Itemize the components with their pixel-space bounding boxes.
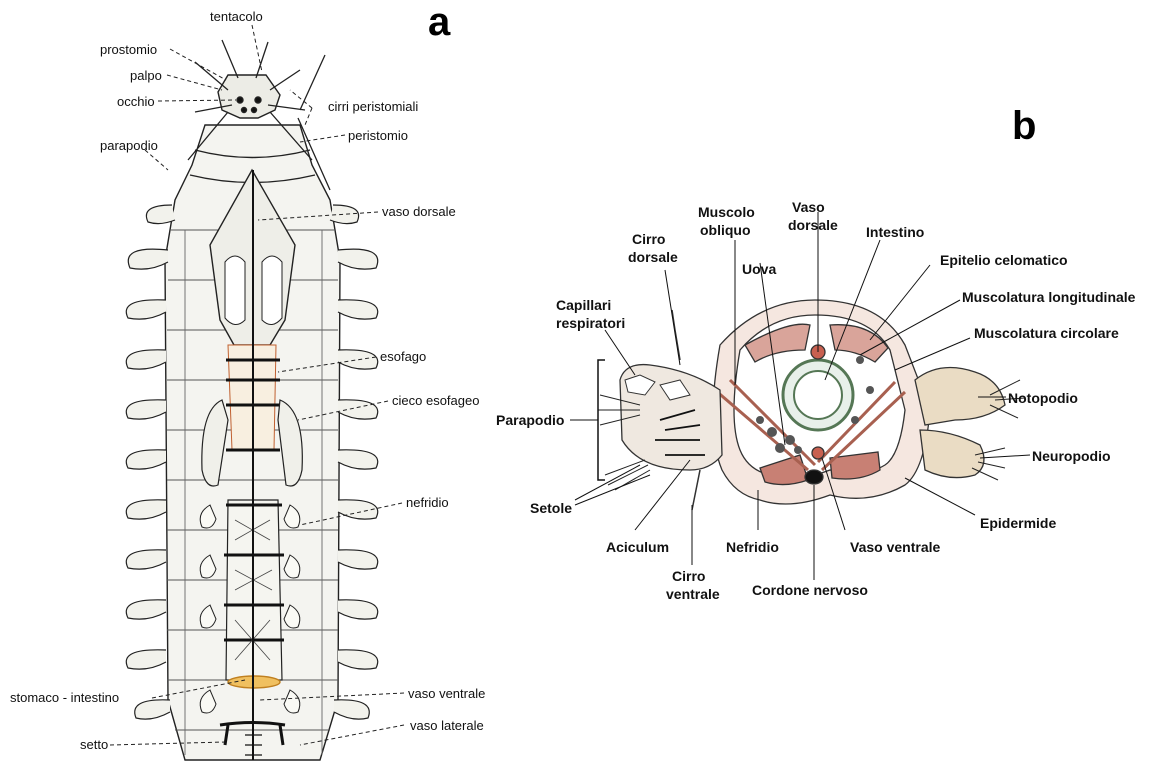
label-stomaco-intestino: stomaco - intestino (10, 690, 119, 705)
label-vaso-dorsale-b-2: dorsale (788, 217, 838, 234)
panel-b-cross-section (598, 300, 1025, 510)
label-epidermide: Epidermide (980, 515, 1056, 532)
label-muscolatura-circolare: Muscolatura circolare (974, 325, 1119, 342)
label-vaso-laterale: vaso laterale (410, 718, 484, 733)
label-aciculum: Aciculum (606, 539, 669, 556)
label-neuropodio: Neuropodio (1032, 448, 1111, 465)
label-peristomio: peristomio (348, 128, 408, 143)
label-vaso-dorsale-a: vaso dorsale (382, 204, 456, 219)
label-nefridio-b: Nefridio (726, 539, 779, 556)
label-esofago: esofago (380, 349, 426, 364)
panel-b-letter: b (1012, 106, 1036, 146)
label-cirro-dorsale-1: Cirro (632, 231, 665, 248)
label-setto: setto (80, 737, 108, 752)
nerve-cord (805, 470, 823, 484)
label-cieco-esofageo: cieco esofageo (392, 393, 479, 408)
label-muscolatura-longitudinale: Muscolatura longitudinale (962, 289, 1135, 306)
label-cirro-ventrale-1: Cirro (672, 568, 705, 585)
label-capillari-1: Capillari (556, 297, 611, 314)
label-epitelio-celomatico: Epitelio celomatico (940, 252, 1068, 269)
label-vaso-dorsale-b-1: Vaso (792, 199, 825, 216)
label-uova: Uova (742, 261, 776, 278)
label-cirri-peristomiali: cirri peristomiali (328, 99, 418, 114)
label-palpo: palpo (130, 68, 162, 83)
panel-a-letter: a (428, 2, 450, 42)
label-prostomio: prostomio (100, 42, 157, 57)
label-parapodio-b: Parapodio (496, 412, 564, 429)
head-prostomium (218, 75, 280, 118)
label-notopodio: Notopodio (1008, 390, 1078, 407)
label-muscolo-obliquo-2: obliquo (700, 222, 751, 239)
eye-left (237, 97, 243, 103)
label-muscolo-obliquo-1: Muscolo (698, 204, 755, 221)
label-nefridio-a: nefridio (406, 495, 449, 510)
label-tentacolo: tentacolo (210, 9, 263, 24)
notopodium (915, 368, 1005, 426)
label-intestino: Intestino (866, 224, 924, 241)
label-capillari-2: respiratori (556, 315, 625, 332)
panel-a-worm-illustration (126, 40, 377, 760)
label-vaso-ventrale-a: vaso ventrale (408, 686, 485, 701)
label-parapodio-a: parapodio (100, 138, 158, 153)
label-vaso-ventrale-b: Vaso ventrale (850, 539, 940, 556)
label-cordone-nervoso: Cordone nervoso (752, 582, 868, 599)
parapodio-bracket (598, 360, 605, 480)
label-cirro-ventrale-2: ventrale (666, 586, 720, 603)
label-setole: Setole (530, 500, 572, 517)
label-occhio: occhio (117, 94, 155, 109)
ventral-vessel (812, 447, 824, 459)
neuropodium (920, 430, 984, 478)
label-cirro-dorsale-2: dorsale (628, 249, 678, 266)
eye-right (255, 97, 261, 103)
